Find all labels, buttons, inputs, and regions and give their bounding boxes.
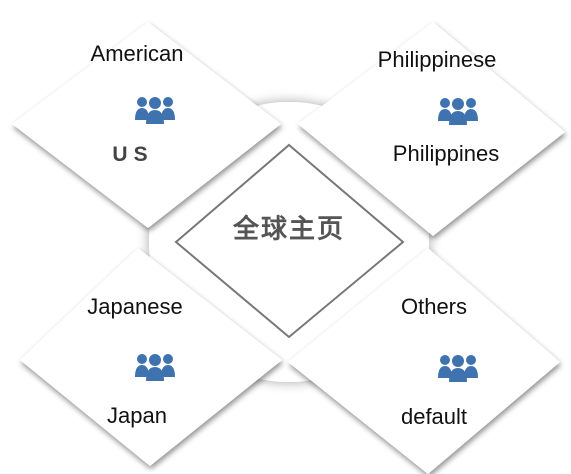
diamond-top-left[interactable] xyxy=(12,22,281,228)
diamond-top-right[interactable] xyxy=(298,22,565,236)
bottom-left-language-label: Japanese xyxy=(87,294,183,319)
top-left-language-label: American xyxy=(90,41,184,66)
bottom-left-region-label: Japan xyxy=(107,403,167,428)
center-diamond[interactable] xyxy=(174,143,405,339)
bottom-right-region-label: default xyxy=(400,404,468,429)
diamond-bottom-right[interactable] xyxy=(288,248,560,474)
top-right-language-label: Philippinese xyxy=(377,47,497,72)
top-left-region-label: US xyxy=(112,143,154,166)
center-title: 全球主页 xyxy=(232,214,346,245)
bottom-right-language-label: Others xyxy=(400,294,468,319)
top-right-region-label: Philippines xyxy=(392,141,500,166)
